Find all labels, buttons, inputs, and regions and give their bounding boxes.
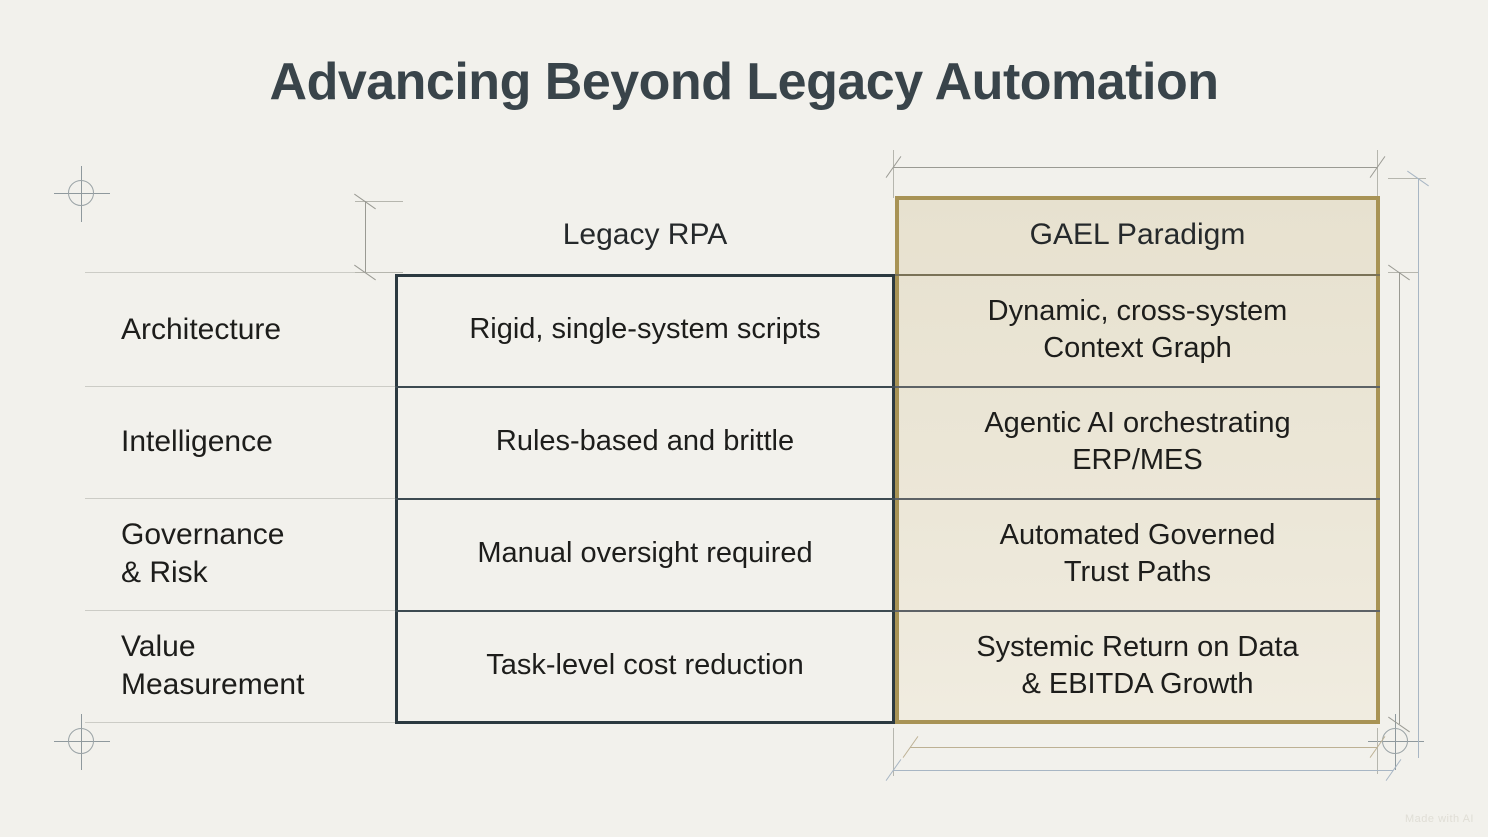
rule-legacy-2: [395, 498, 895, 500]
cell-legacy-governance-risk: Manual oversight required: [477, 537, 813, 570]
dimension-line-overall-width-bottom: [893, 770, 1393, 771]
crosshair-ring: [68, 180, 94, 206]
watermark-text: Made with AI: [1405, 813, 1474, 825]
row-label-intelligence: Intelligence: [121, 424, 273, 458]
header-cell-legacy: Legacy RPA: [562, 217, 728, 251]
extension-line-row-3: [85, 610, 403, 611]
cell-legacy-architecture: Rigid, single-system scripts: [469, 313, 821, 346]
cell-gael-value-measurement: Systemic Return on Data & EBITDA Growth: [976, 630, 1299, 700]
header-cell-gael: GAEL Paradigm: [1029, 217, 1246, 251]
extension-line-row-2: [85, 498, 403, 499]
cell-gael-architecture: Dynamic, cross-system Context Graph: [987, 294, 1288, 364]
witness-line-bottom-right: [1377, 728, 1378, 774]
extension-line-header: [85, 272, 403, 273]
dimension-line-slide-height: [1418, 178, 1419, 758]
witness-line-right-outer-top: [1388, 178, 1426, 179]
witness-line-bottom-left: [893, 728, 894, 776]
gael-column-highlight: [895, 196, 1380, 724]
dimension-line-gael-width-top: [893, 167, 1377, 168]
witness-line-top-right: [1377, 150, 1378, 198]
row-label-architecture: Architecture: [121, 312, 282, 346]
row-label-value-measurement: Value Measurement: [121, 629, 305, 701]
registration-mark-top-left: [54, 166, 110, 222]
dimension-line-gael-width-bottom: [910, 747, 1377, 748]
table-header-row: Legacy RPA GAEL Paradigm: [85, 196, 1380, 274]
rule-gael-header: [895, 274, 1380, 276]
table-row: Value Measurement Task-level cost reduct…: [85, 610, 1380, 722]
rule-legacy-3: [395, 610, 895, 612]
comparison-matrix: Legacy RPA GAEL Paradigm Architecture Ri…: [85, 196, 1380, 724]
rule-gael-2: [895, 498, 1380, 500]
witness-line-header-top: [355, 201, 403, 202]
extension-line-row-4: [85, 722, 403, 723]
row-label-governance-risk: Governance & Risk: [121, 517, 285, 589]
rule-legacy-1: [395, 386, 895, 388]
dimension-line-table-body-height: [1399, 272, 1400, 724]
witness-line-header-bottom: [355, 272, 403, 273]
header-cell-dimension: [85, 196, 395, 274]
extension-line-row-1: [85, 386, 403, 387]
cell-legacy-intelligence: Rules-based and brittle: [495, 425, 795, 458]
table-row: Intelligence Rules-based and brittle Age…: [85, 386, 1380, 498]
page-title: Advancing Beyond Legacy Automation: [269, 53, 1219, 111]
registration-mark-bottom-right: [1368, 714, 1424, 770]
cell-gael-intelligence: Agentic AI orchestrating ERP/MES: [984, 406, 1291, 476]
witness-line-top-left: [893, 150, 894, 198]
dimension-line-header-height: [365, 201, 366, 272]
crosshair-ring: [1382, 728, 1408, 754]
table-row: Governance & Risk Manual oversight requi…: [85, 498, 1380, 610]
crosshair-ring: [68, 728, 94, 754]
rule-gael-1: [895, 386, 1380, 388]
registration-mark-bottom-left: [54, 714, 110, 770]
cell-legacy-value-measurement: Task-level cost reduction: [486, 649, 804, 682]
cell-gael-governance-risk: Automated Governed Trust Paths: [999, 518, 1276, 588]
table-row: Architecture Rigid, single-system script…: [85, 274, 1380, 386]
rule-gael-3: [895, 610, 1380, 612]
witness-line-right-inner-top: [1388, 272, 1418, 273]
